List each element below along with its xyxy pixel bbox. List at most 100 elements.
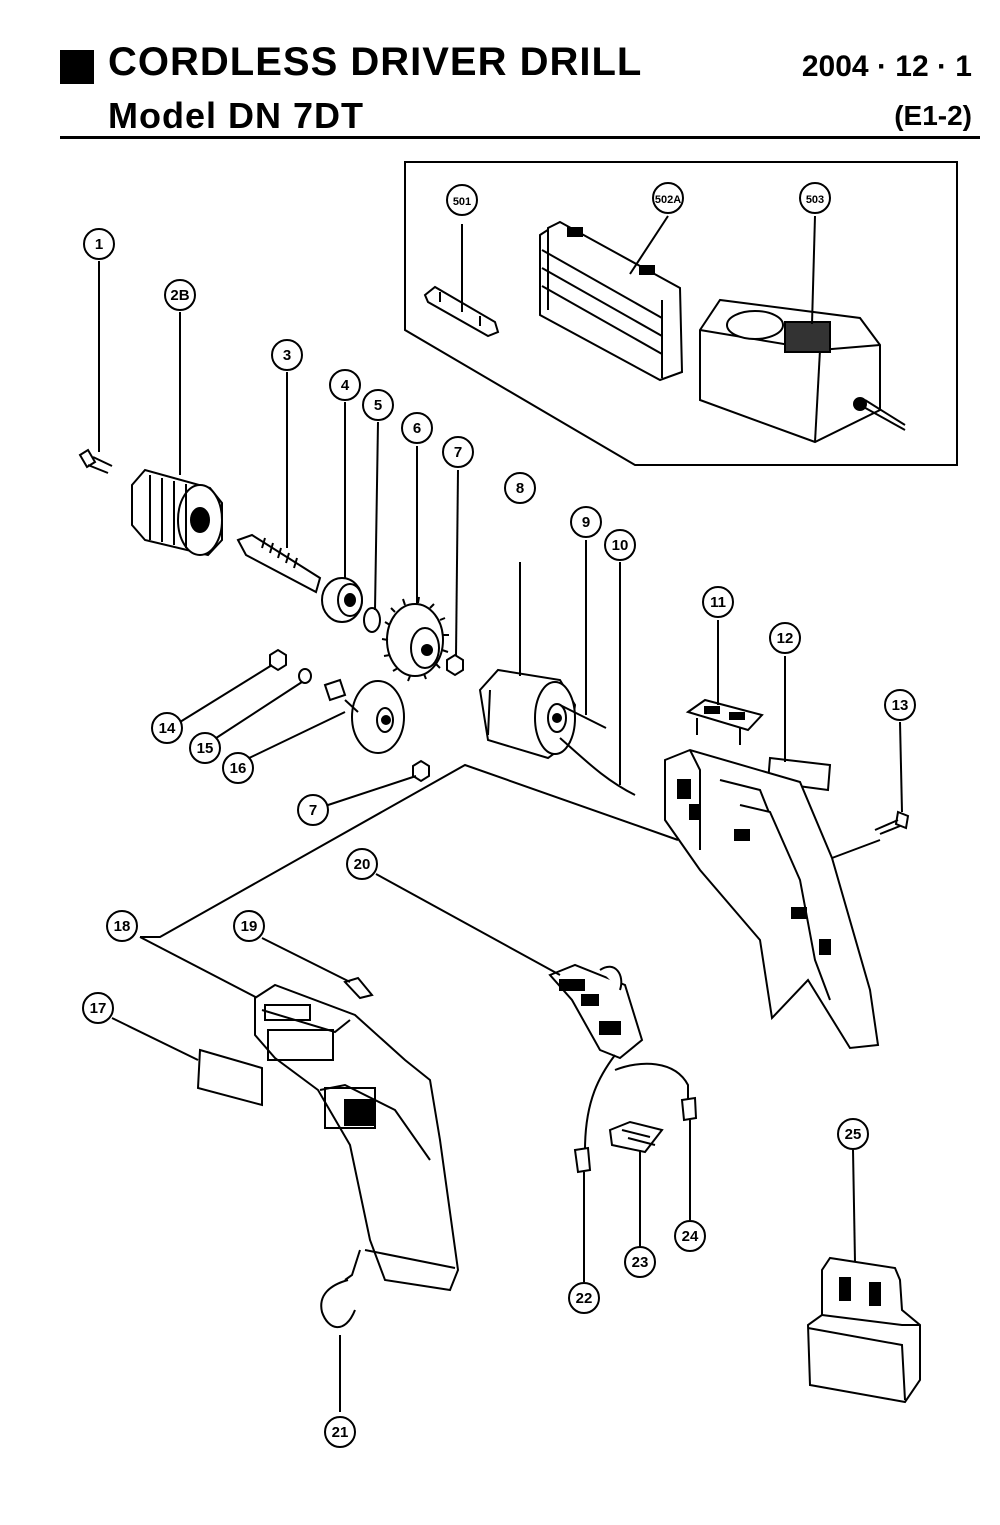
part-15-washer (209, 668, 312, 743)
part-4-bearing (321, 402, 363, 623)
callout-circle (82, 992, 114, 1024)
callout-3: 3 (271, 339, 303, 371)
header-rule (60, 136, 980, 139)
callout-6: 6 (401, 412, 433, 444)
part-18-housing-right (664, 748, 881, 1050)
callout-9: 9 (570, 506, 602, 538)
callout-21: 21 (324, 1416, 356, 1448)
callout-5: 5 (362, 389, 394, 421)
callout-11: 11 (702, 586, 734, 618)
callout-label: 11 (710, 594, 726, 611)
callout-18: 18 (106, 910, 138, 942)
page-title: CORDLESS DRIVER DRILL (108, 40, 643, 84)
callout-circle (652, 182, 684, 214)
part-16-planet-gear (244, 678, 405, 761)
part-20-switch (375, 873, 644, 1060)
callout-circle (151, 712, 183, 744)
revision-date: 2004 · 12 · 1 (801, 50, 972, 83)
callout-17: 17 (82, 992, 114, 1024)
callout-1: 1 (83, 228, 115, 260)
callout-circle (362, 389, 394, 421)
callout-circle (604, 529, 636, 561)
callout-circle (504, 472, 536, 504)
part-23-contact-block (608, 1120, 664, 1248)
title-bullet-square (60, 50, 94, 84)
callout-12: 12 (769, 622, 801, 654)
part-7-nut-upper (446, 469, 464, 677)
callout-label: 501 (453, 196, 471, 208)
callout-label: 17 (90, 1000, 107, 1017)
callout-label: 16 (230, 760, 247, 777)
callout-label: 15 (197, 740, 214, 757)
callout-20: 20 (346, 848, 378, 880)
callout-13: 13 (884, 689, 916, 721)
callout-circle (222, 752, 254, 784)
callout-501: 501 (446, 184, 478, 216)
part-503-charger (699, 215, 906, 444)
callout-16: 16 (222, 752, 254, 784)
part-6-gear (381, 446, 449, 682)
callout-7b: 7 (297, 794, 329, 826)
part-13-screw (874, 721, 910, 835)
header: CORDLESS DRIVER DRILL Model DN 7DT 2004 … (0, 0, 1000, 150)
part-18-housing-left (254, 983, 460, 1292)
housing-leader-18 (139, 763, 679, 1003)
callout-label: 7 (309, 802, 317, 819)
part-11-bracket (685, 620, 764, 745)
callout-15: 15 (189, 732, 221, 764)
callout-23: 23 (624, 1246, 656, 1278)
callout-label: 22 (576, 1290, 593, 1307)
callout-circle (570, 506, 602, 538)
callout-label: 8 (516, 480, 524, 497)
callout-circle (233, 910, 265, 942)
callout-circle (297, 794, 329, 826)
callout-circle (442, 436, 474, 468)
model-name: Model DN 7DT (108, 95, 365, 136)
callout-label: 25 (845, 1126, 862, 1143)
callout-circle (164, 279, 196, 311)
part-19-terminal (261, 937, 374, 1000)
callout-25: 25 (837, 1118, 869, 1150)
callout-circle (189, 732, 221, 764)
callout-8: 8 (504, 472, 536, 504)
callout-circle (702, 586, 734, 618)
part-1-screw (78, 261, 113, 474)
callout-circle (401, 412, 433, 444)
callout-circle (346, 848, 378, 880)
part-12-label (766, 656, 832, 792)
part-17-label (111, 1017, 263, 1107)
callout-2b: 2B (164, 279, 196, 311)
callout-circle (884, 689, 916, 721)
callout-label: 9 (582, 514, 590, 531)
switch-wires (584, 1054, 689, 1151)
callout-label: 12 (777, 630, 794, 647)
callout-label: 7 (454, 444, 462, 461)
part-24-terminal (680, 1096, 698, 1220)
callout-22: 22 (568, 1282, 600, 1314)
callout-circle (329, 369, 361, 401)
callout-503: 503 (799, 182, 831, 214)
callout-label: 1 (95, 236, 103, 253)
callout-label: 13 (892, 697, 909, 714)
callout-label: 18 (114, 918, 131, 935)
part-14-nut (179, 648, 287, 723)
callout-circle (324, 1416, 356, 1448)
callout-7a: 7 (442, 436, 474, 468)
callout-circle (674, 1220, 706, 1252)
callout-circle (568, 1282, 600, 1314)
callout-circle (624, 1246, 656, 1278)
callout-circle (271, 339, 303, 371)
callout-circle (106, 910, 138, 942)
part-501-bit (423, 224, 500, 338)
part-25-battery (806, 1149, 921, 1404)
callout-label: 21 (332, 1424, 349, 1441)
callout-label: 23 (632, 1254, 649, 1271)
part-2b-chuck (131, 312, 223, 557)
callout-19: 19 (233, 910, 265, 942)
accessories-inset-frame (404, 161, 958, 466)
part-10-lead (559, 562, 636, 796)
callout-circle (446, 184, 478, 216)
part-22-terminal (573, 1146, 592, 1282)
part-7-nut-lower (324, 759, 430, 807)
